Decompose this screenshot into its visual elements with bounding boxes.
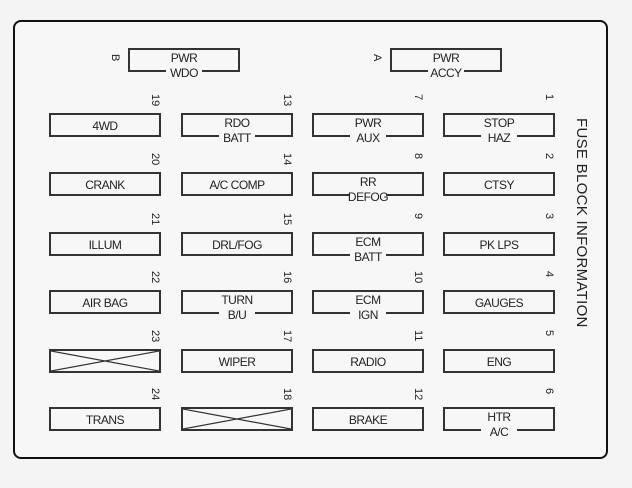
fuse-label: AIR BAG — [82, 296, 128, 310]
fuse-number: 12 — [412, 388, 424, 401]
fuse-number: 18 — [281, 388, 293, 401]
fuse-label: RR — [359, 175, 377, 189]
fuse-number: 5 — [543, 330, 555, 337]
fuse-label: ILLUM — [88, 238, 122, 252]
fuse-label: CTSY — [483, 178, 515, 192]
fuse-label-line2: ACCY — [430, 66, 462, 80]
fuse-number: B — [109, 54, 121, 62]
fuse-number: 14 — [281, 153, 293, 166]
fuse-number: 8 — [412, 153, 424, 160]
fuse-label-line2: BATT — [354, 250, 382, 264]
fuse-number: 11 — [412, 330, 424, 342]
fuse-slot: ILLUM — [49, 232, 161, 256]
fuse-label-line2: HAZ — [487, 131, 511, 145]
fuse-number: 6 — [543, 388, 555, 395]
fuse-number: 16 — [281, 271, 293, 284]
fuse-label: RADIO — [350, 355, 386, 369]
fuse-label: PWR — [354, 116, 382, 130]
fuse-slot: CTSY — [443, 172, 555, 196]
fuse-number: 2 — [543, 153, 555, 160]
fuse-slot: WIPER — [181, 349, 293, 373]
fuse-slot: CRANK — [49, 172, 161, 196]
fuse-label-line2: IGN — [358, 308, 378, 322]
fuse-label: RDO — [224, 116, 250, 130]
fuse-number: 9 — [412, 213, 424, 220]
fuse-label: A/C COMP — [209, 178, 265, 192]
fuse-label: ECM — [355, 293, 381, 307]
fuse-label: BRAKE — [348, 413, 388, 427]
fuse-label: PWR — [432, 51, 460, 65]
fuse-label: ECM — [355, 235, 381, 249]
fuse-number: 17 — [281, 330, 293, 343]
fuse-number: 10 — [412, 271, 424, 284]
fuse-slot: A/C COMP — [181, 172, 293, 196]
fuse-slot: ENG — [443, 349, 555, 373]
empty-slot-x-icon — [51, 351, 159, 371]
fuse-number: 3 — [543, 213, 555, 220]
fuse-number: 1 — [543, 94, 555, 101]
fuse-label: STOP — [483, 116, 515, 130]
fuse-slot: PK LPS — [443, 232, 555, 256]
fuse-number: 21 — [149, 213, 161, 226]
fuse-label: PWR — [170, 51, 198, 65]
fuse-number: 13 — [281, 94, 293, 107]
fuse-slot: GAUGES — [443, 290, 555, 314]
fuse-label-line2: WDO — [170, 66, 198, 80]
fuse-slot: RADIO — [312, 349, 424, 373]
fuse-number: A — [371, 54, 383, 62]
fuse-label: WIPER — [218, 355, 256, 369]
fuse-label: CRANK — [85, 178, 125, 192]
fuse-label-line2: BATT — [223, 131, 251, 145]
fuse-label: PK LPS — [479, 238, 519, 252]
fuse-label-line2: B/U — [227, 308, 247, 322]
fuse-number: 24 — [149, 388, 161, 401]
fuse-label: HTR — [487, 410, 511, 424]
empty-slot-x-icon — [183, 409, 291, 429]
fuse-slot: BRAKE — [312, 407, 424, 431]
fuse-slot: TRANS — [49, 407, 161, 431]
fuse-number: 19 — [149, 94, 161, 107]
fuse-number: 22 — [149, 271, 161, 284]
fuse-label: TURN — [221, 293, 253, 307]
fuse-label: DRL/FOG — [212, 238, 262, 252]
fuse-number: 4 — [543, 271, 555, 278]
fuse-number: 20 — [149, 153, 161, 166]
fuse-block-panel — [13, 20, 608, 459]
fuse-slot: DRL/FOG — [181, 232, 293, 256]
fuse-label: TRANS — [85, 413, 125, 427]
fuse-label: ENG — [486, 355, 512, 369]
fuse-number: 15 — [281, 213, 293, 226]
fuse-label-line2: A/C — [489, 425, 509, 439]
fuse-label: 4WD — [92, 119, 118, 133]
fuse-label-line2: DEFOG — [347, 190, 389, 204]
fuse-label-line2: AUX — [356, 131, 380, 145]
fuse-label: GAUGES — [474, 296, 524, 310]
fuse-number: 7 — [412, 94, 424, 101]
fuse-slot — [49, 349, 161, 373]
fuse-number: 23 — [149, 330, 161, 343]
fuse-slot: AIR BAG — [49, 290, 161, 314]
fuse-slot: 4WD — [49, 113, 161, 137]
fuse-slot — [181, 407, 293, 431]
fuse-block-title: FUSE BLOCK INFORMATION — [573, 118, 590, 328]
